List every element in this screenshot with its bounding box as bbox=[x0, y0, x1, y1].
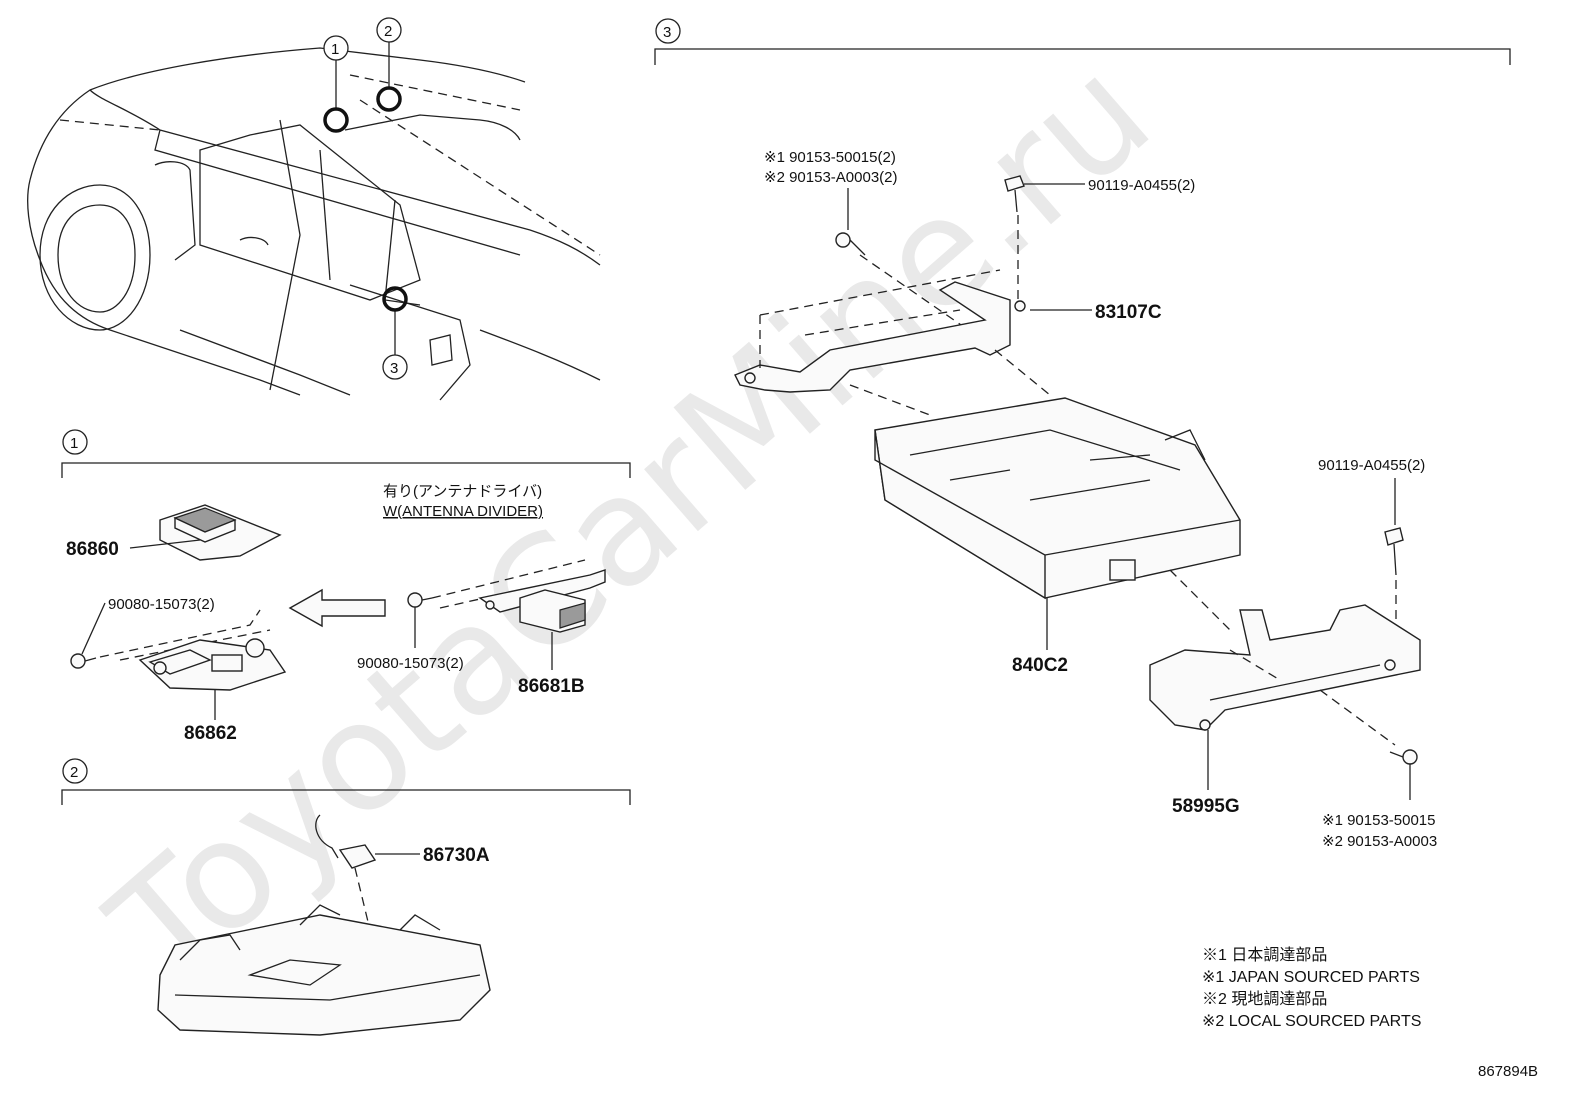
section-2-number: 2 bbox=[70, 764, 78, 781]
section-3-marker bbox=[655, 18, 681, 44]
part-label-screw-right: 90080-15073(2) bbox=[357, 655, 464, 672]
section-3-number: 3 bbox=[663, 24, 671, 41]
legend-line-3: ※2 現地調達部品 bbox=[1202, 990, 1327, 1008]
callout-3-marker bbox=[382, 354, 408, 380]
vehicle-overview-illustration bbox=[27, 47, 601, 401]
part-86862-illustration bbox=[138, 638, 287, 691]
callout-2-marker bbox=[376, 17, 402, 43]
part-label-86681b: 86681B bbox=[518, 676, 585, 697]
section-1: 1 有り(アンテナドライバ) W(ANTENNA DIVIDER) 86860 … bbox=[61, 429, 631, 744]
callout-3-label: 3 bbox=[390, 360, 398, 377]
section-3: 3 ※1 90153-50015(2) ※2 90153-A0003(2) 90… bbox=[654, 18, 1511, 850]
part-label-screw-bottom-1: ※1 90153-50015 bbox=[1322, 812, 1436, 829]
screw-bottom-illustration bbox=[1389, 749, 1418, 765]
location-ring-1 bbox=[323, 107, 349, 133]
callout-1-label: 1 bbox=[331, 41, 339, 58]
legend-line-2: ※1 JAPAN SOURCED PARTS bbox=[1202, 969, 1420, 986]
part-label-86862: 86862 bbox=[184, 723, 237, 744]
legend: ※1 日本調達部品 ※1 JAPAN SOURCED PARTS ※2 現地調達… bbox=[1202, 946, 1421, 1030]
part-label-58995g: 58995G bbox=[1172, 796, 1240, 817]
part-label-86730a: 86730A bbox=[423, 845, 490, 866]
part-86860-illustration bbox=[159, 504, 282, 561]
section-1-number: 1 bbox=[70, 435, 78, 452]
bolt-right-illustration bbox=[1384, 527, 1404, 576]
callout-1-marker bbox=[323, 35, 349, 61]
section-2: 2 86730A bbox=[61, 758, 631, 1036]
part-label-screw-top-2: ※2 90153-A0003(2) bbox=[764, 169, 898, 186]
part-label-screw-top-1: ※1 90153-50015(2) bbox=[764, 149, 896, 166]
vehicle-callouts: 1 2 3 bbox=[323, 17, 408, 380]
part-label-86860: 86860 bbox=[66, 539, 119, 560]
part-label-83107c: 83107C bbox=[1095, 302, 1162, 323]
variant-label-jp: 有り(アンテナドライバ) bbox=[383, 483, 542, 500]
legend-line-1: ※1 日本調達部品 bbox=[1202, 946, 1327, 964]
screw-right-illustration bbox=[407, 592, 433, 608]
screw-top-illustration bbox=[835, 232, 866, 256]
overhead-console-illustration bbox=[157, 904, 491, 1036]
part-label-840c2: 840C2 bbox=[1012, 655, 1068, 676]
figure-id: 867894B bbox=[1478, 1063, 1538, 1080]
bolt-top-illustration bbox=[1004, 175, 1025, 213]
section-2-marker bbox=[62, 758, 88, 784]
part-840c2-illustration bbox=[874, 397, 1241, 600]
part-label-screw-left: 90080-15073(2) bbox=[108, 596, 215, 613]
part-label-bolt-right: 90119-A0455(2) bbox=[1318, 457, 1425, 474]
callout-2-label: 2 bbox=[384, 23, 392, 40]
location-ring-2 bbox=[376, 86, 402, 112]
part-58995g-illustration bbox=[1149, 604, 1421, 731]
part-83107c-illustration bbox=[734, 281, 1026, 393]
screw-left-illustration bbox=[70, 653, 97, 669]
location-ring-3 bbox=[382, 286, 408, 312]
part-label-screw-bottom-2: ※2 90153-A0003 bbox=[1322, 833, 1437, 850]
variant-label-en: W(ANTENNA DIVIDER) bbox=[383, 503, 543, 520]
section-1-marker bbox=[62, 429, 88, 455]
part-label-bolt-top: 90119-A0455(2) bbox=[1088, 177, 1195, 194]
legend-line-4: ※2 LOCAL SOURCED PARTS bbox=[1202, 1013, 1421, 1030]
part-86730a-illustration bbox=[315, 814, 377, 869]
part-86681b-illustration bbox=[478, 569, 606, 633]
arrow-icon bbox=[288, 588, 386, 628]
